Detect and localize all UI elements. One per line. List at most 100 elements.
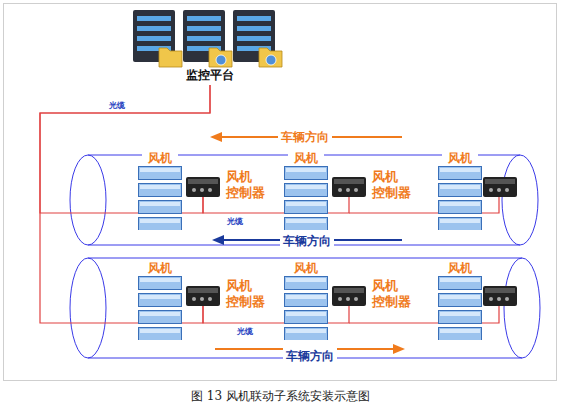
- fan-blade-bar: [439, 277, 482, 290]
- fan-highlight: [440, 278, 480, 282]
- cable-label: 光缆: [108, 100, 126, 111]
- fiber-cable: [203, 197, 349, 213]
- fan-blade-bar: [439, 328, 482, 341]
- cable-label: 光缆: [226, 216, 244, 227]
- fan-controller: 风机 控制器: [186, 286, 220, 306]
- fan-blade-bar: [139, 167, 182, 180]
- fan-blade-bar: [285, 167, 328, 180]
- fan-blade-bar: [139, 328, 182, 341]
- fan-drawing: [438, 166, 482, 230]
- fan-label: 风机: [442, 260, 478, 276]
- tunnel-outline: [70, 258, 540, 358]
- device-top: [188, 179, 218, 184]
- fan-label: 风机: [142, 260, 178, 276]
- device-port: [200, 188, 204, 192]
- fan-highlight: [286, 278, 326, 282]
- fan-highlight: [440, 219, 480, 223]
- device-port: [192, 297, 196, 301]
- fan-drawing: [284, 166, 328, 230]
- fan-highlight: [140, 312, 180, 316]
- device-port: [354, 188, 358, 192]
- fan-highlight: [286, 185, 326, 189]
- fan-drawing: [138, 166, 182, 230]
- device-body: [186, 177, 220, 197]
- controller-icon: [483, 286, 517, 306]
- fan-unit: 风机: [284, 150, 328, 230]
- fan-unit: 风机: [284, 260, 328, 340]
- fan-highlight: [140, 219, 180, 223]
- fiber-cable: [203, 306, 349, 323]
- tunnel-outline: [70, 155, 538, 245]
- fan-unit: 风机: [138, 150, 182, 230]
- fan-highlight: [440, 312, 480, 316]
- device-port: [354, 297, 358, 301]
- monitor-platform: 监控平台: [183, 66, 237, 85]
- device-port: [200, 297, 204, 301]
- fan-blade-bar: [139, 294, 182, 307]
- device-top: [334, 179, 364, 184]
- fan-unit: 风机: [138, 260, 182, 340]
- fan-blade-bar: [139, 201, 182, 214]
- fan-blade-bar: [439, 167, 482, 180]
- cable-label: 光缆: [236, 326, 254, 337]
- fan-controller: 风机 控制器: [186, 177, 220, 197]
- server-icons: [133, 10, 282, 67]
- controller-label: 风机 控制器: [226, 278, 268, 310]
- fan-blade-bar: [285, 311, 328, 324]
- fan-blade-bar: [439, 184, 482, 197]
- device-port: [346, 188, 350, 192]
- fan-blade-bar: [139, 218, 182, 231]
- fan-highlight: [140, 278, 180, 282]
- device-body: [332, 286, 366, 306]
- device-body: [186, 286, 220, 306]
- controller-icon: [332, 177, 366, 197]
- fan-blade-bar: [139, 277, 182, 290]
- fiber-cable: [349, 197, 499, 323]
- fan-blade-bar: [285, 277, 328, 290]
- fan-drawing: [438, 276, 482, 340]
- fan-controller: 风机 控制器: [332, 286, 366, 306]
- device-port: [208, 188, 212, 192]
- fiber-cable: [40, 85, 210, 213]
- fan-highlight: [440, 168, 480, 172]
- fan-drawing: [284, 276, 328, 340]
- fan-highlight: [140, 185, 180, 189]
- fan-controller: 风机 控制器: [332, 177, 366, 197]
- fan-blade-bar: [439, 218, 482, 231]
- controller-icon: [483, 177, 517, 197]
- fan-label: 风机: [288, 150, 324, 166]
- fiber-cable: [40, 85, 210, 323]
- fan-highlight: [286, 329, 326, 333]
- fan-blade-bar: [139, 184, 182, 197]
- figure-caption: 图 13 风机联动子系统安装示意图: [0, 388, 561, 405]
- fan-blade-bar: [439, 311, 482, 324]
- direction-label: 车辆方向: [278, 129, 332, 146]
- direction-label: 车辆方向: [280, 233, 334, 250]
- fan-highlight: [140, 168, 180, 172]
- device-port: [338, 297, 342, 301]
- fan-label: 风机: [142, 150, 178, 166]
- fan-highlight: [140, 202, 180, 206]
- fan-unit: 风机: [438, 260, 482, 340]
- fan-highlight: [440, 202, 480, 206]
- fan-label: 风机: [442, 150, 478, 166]
- fan-highlight: [286, 295, 326, 299]
- controller-icon: [332, 286, 366, 306]
- fan-blade-bar: [285, 218, 328, 231]
- fan-highlight: [440, 295, 480, 299]
- fan-blade-bar: [139, 311, 182, 324]
- fan-highlight: [286, 219, 326, 223]
- controller-label: 风机 控制器: [226, 169, 268, 201]
- device-body: [332, 177, 366, 197]
- fan-blade-bar: [439, 294, 482, 307]
- fan-highlight: [140, 295, 180, 299]
- fan-drawing: [138, 276, 182, 340]
- fan-unit: 风机: [438, 150, 482, 230]
- fan-highlight: [286, 202, 326, 206]
- fan-highlight: [286, 168, 326, 172]
- device-port: [338, 188, 342, 192]
- controller-icon: [186, 177, 220, 197]
- device-top: [188, 288, 218, 293]
